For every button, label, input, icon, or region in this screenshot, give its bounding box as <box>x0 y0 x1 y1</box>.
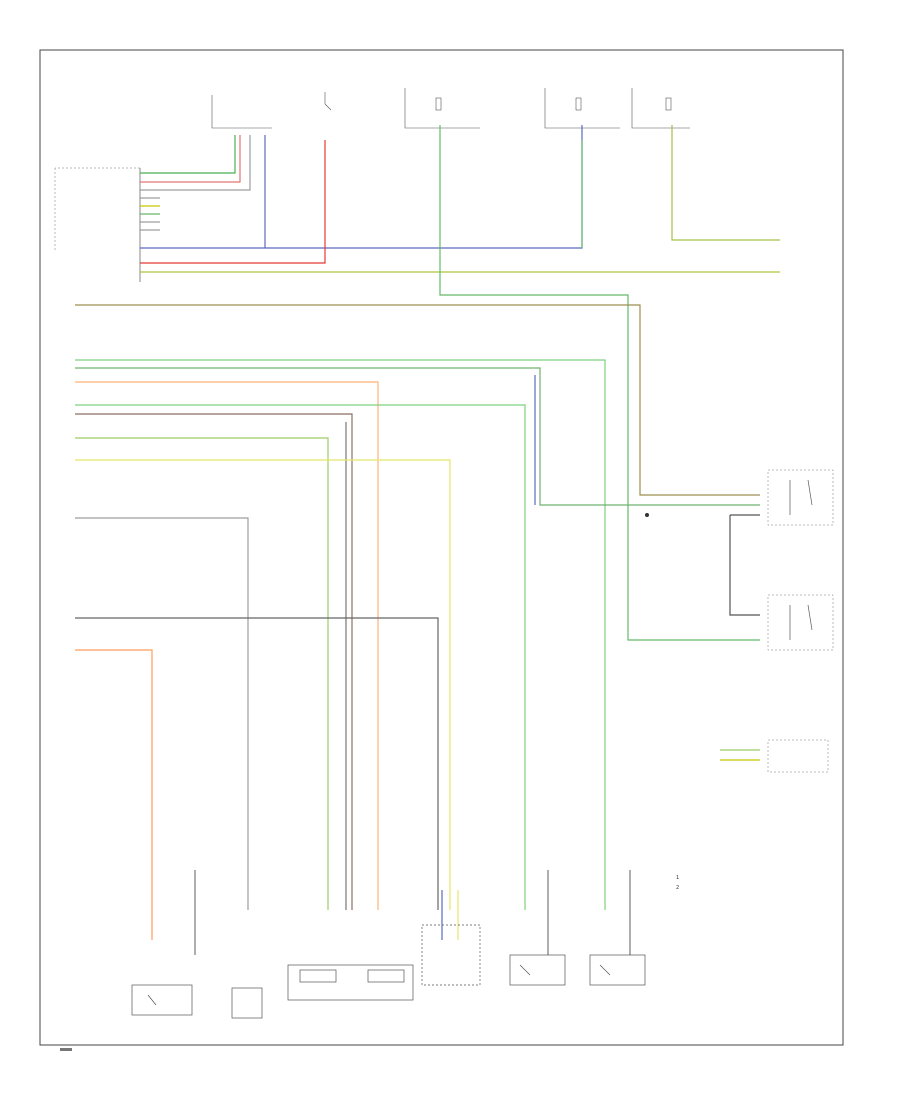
component-box-b4 <box>509 954 566 986</box>
wire-blue <box>140 125 583 249</box>
footer-code-mark <box>60 1048 72 1051</box>
component-outline-3 <box>544 88 620 129</box>
ground-point-icon <box>645 513 649 517</box>
buckle-switch-box-2 <box>767 594 834 651</box>
component-box-b5 <box>589 954 646 986</box>
wire-green-1 <box>140 135 236 174</box>
component-box-b1 <box>131 984 193 1016</box>
component-box-b2 <box>231 987 263 1019</box>
component-outline-1 <box>211 95 272 129</box>
svg-text:1: 1 <box>676 875 679 881</box>
wire-gray-3 <box>75 617 439 910</box>
wire-green-fuse1 <box>439 125 760 641</box>
buckle-switch-box-1 <box>767 469 834 526</box>
diagram-frame <box>39 49 844 1046</box>
wire-green-right <box>671 125 780 241</box>
wire-yellow <box>75 459 451 910</box>
wire-brown <box>75 413 353 910</box>
wire-green-white-1 <box>75 359 606 910</box>
component-box-b6 <box>421 924 481 986</box>
component-box-b3 <box>287 964 414 1001</box>
sensor-box <box>767 739 829 773</box>
legend-marks: 1 2 <box>676 875 679 891</box>
wire-green-white-2 <box>75 404 526 910</box>
svg-text:2: 2 <box>676 885 679 891</box>
wire-orange-2 <box>75 649 153 940</box>
wire-olive <box>75 304 760 496</box>
bottom-components <box>131 924 646 1019</box>
component-outline-2 <box>404 88 480 129</box>
fuse-icon-1 <box>435 97 442 111</box>
wires <box>75 125 780 955</box>
switch-icon <box>324 103 332 111</box>
wire-red-2 <box>140 140 326 264</box>
wire-orange-1 <box>75 381 379 910</box>
fuse-icon-3 <box>665 97 672 111</box>
wire-gray-1 <box>140 135 251 191</box>
wire-red-1 <box>140 135 241 183</box>
wire-green-2 <box>75 367 760 506</box>
top-components <box>211 88 690 129</box>
right-components <box>645 469 834 773</box>
instrument-cluster-connector <box>54 167 141 282</box>
component-outline-4 <box>631 88 690 129</box>
wire-gray-2 <box>75 517 249 910</box>
fuse-icon-2 <box>575 97 582 111</box>
wire-green-3 <box>75 437 329 910</box>
